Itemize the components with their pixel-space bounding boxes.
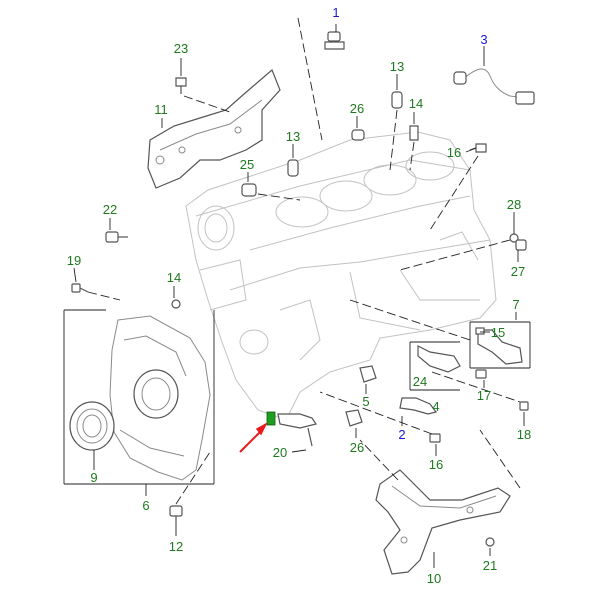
callout-12: 12: [169, 539, 183, 554]
callout-5: 5: [362, 394, 369, 409]
callout-16-top: 16: [447, 145, 461, 160]
callout-1: 1: [332, 5, 339, 20]
callout-22: 22: [103, 202, 117, 217]
upper-timing-cover: [147, 68, 281, 189]
callout-labels: 1 23 3 11 13 26 14 16 13 25 22 28 19 27 …: [67, 5, 531, 586]
red-pointer-arrow: [239, 422, 268, 453]
callout-16-low: 16: [429, 457, 443, 472]
callout-4: 4: [432, 399, 439, 414]
oil-seal: [69, 401, 115, 451]
callout-3: 3: [480, 32, 487, 47]
callout-20: 20: [273, 445, 287, 460]
callout-18: 18: [517, 427, 531, 442]
callout-14-top: 14: [409, 96, 423, 111]
callout-15: 15: [491, 325, 505, 340]
highlighted-part-marker: [266, 411, 276, 426]
callout-28: 28: [507, 197, 521, 212]
callout-9: 9: [90, 470, 97, 485]
callout-7: 7: [512, 297, 519, 312]
timing-cover: [109, 315, 211, 481]
small-parts: [71, 31, 535, 547]
callout-26-top: 26: [350, 101, 364, 116]
callout-17: 17: [477, 388, 491, 403]
callout-27: 27: [511, 264, 525, 279]
leader-lines: [63, 17, 531, 568]
callout-2: 2: [398, 427, 405, 442]
callout-6: 6: [142, 498, 149, 513]
callout-13-mid: 13: [286, 129, 300, 144]
callout-11: 11: [154, 102, 168, 117]
callout-19: 19: [67, 253, 81, 268]
callout-13-top: 13: [390, 59, 404, 74]
lower-shield: [375, 469, 511, 575]
callout-10: 10: [427, 571, 441, 586]
callout-21: 21: [483, 558, 497, 573]
callout-24: 24: [413, 374, 427, 389]
callout-14-mid: 14: [167, 270, 181, 285]
callout-26-low: 26: [350, 440, 364, 455]
callout-25: 25: [240, 157, 254, 172]
engine-block: [185, 131, 497, 421]
callout-23: 23: [174, 41, 188, 56]
